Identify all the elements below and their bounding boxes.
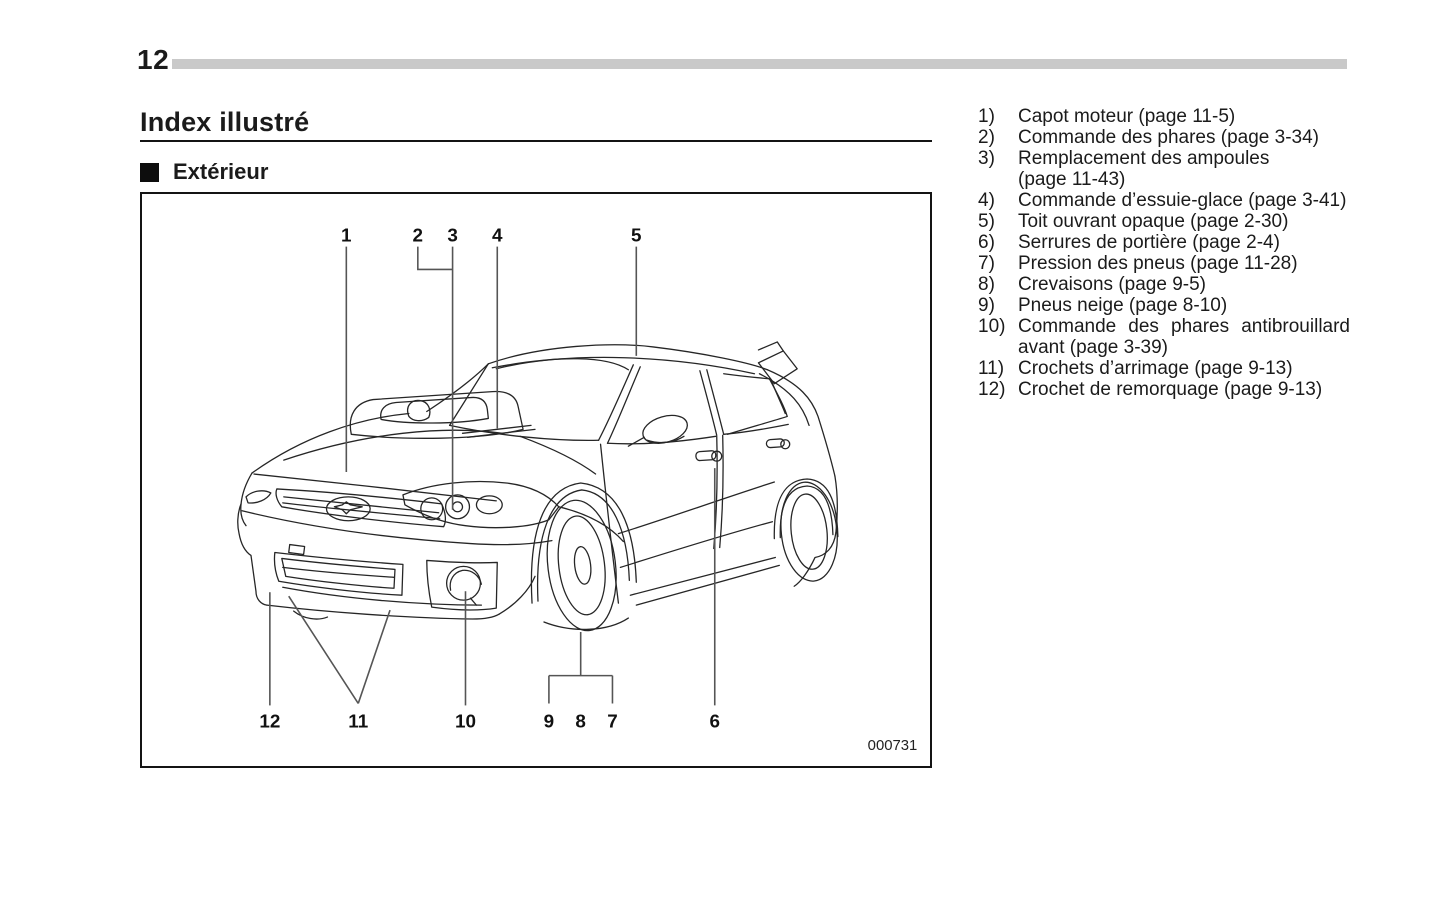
section-heading: Extérieur bbox=[140, 159, 268, 185]
item-number: 2) bbox=[978, 127, 995, 148]
list-item: 9) Pneus neige (page 8-10) bbox=[978, 295, 1350, 316]
list-item: 10) Commande des phares antibrouillard a… bbox=[978, 316, 1350, 358]
callout-leader-lines bbox=[269, 246, 716, 706]
list-item: 3) Remplacement des ampoules (page 11-43… bbox=[978, 148, 1350, 190]
fog-light bbox=[445, 565, 482, 601]
callout-label-5: 5 bbox=[631, 225, 642, 246]
callout-label-9: 9 bbox=[544, 710, 555, 731]
hood-scoop bbox=[349, 390, 524, 439]
callout-line-11 bbox=[288, 595, 391, 704]
square-bullet-icon bbox=[140, 162, 159, 182]
callout-label-10: 10 bbox=[455, 710, 476, 731]
item-number: 4) bbox=[978, 190, 995, 211]
callout-bracket-9-8-7 bbox=[548, 631, 614, 704]
item-number: 8) bbox=[978, 274, 995, 295]
list-item: 4) Commande d’essuie-glace (page 3-41) bbox=[978, 190, 1350, 211]
title-underline bbox=[140, 140, 932, 142]
list-item: 6) Serrures de portière (page 2-4) bbox=[978, 232, 1350, 253]
car-line-art bbox=[237, 341, 839, 632]
callout-label-8: 8 bbox=[575, 710, 586, 731]
callout-label-11: 11 bbox=[348, 710, 368, 731]
rear-door-handle bbox=[765, 438, 791, 450]
item-text: Commande des phares antibrouillard bbox=[1018, 316, 1350, 337]
figure-code: 000731 bbox=[868, 738, 918, 754]
item-text: Serrures de portière (page 2-4) bbox=[1018, 232, 1280, 253]
list-item: 11) Crochets d’arrimage (page 9-13) bbox=[978, 358, 1350, 379]
exterior-figure-frame: 1 2 3 4 5 12 11 10 9 8 7 6 000731 bbox=[140, 192, 932, 768]
illustrated-index-list: 1) Capot moteur (page 11-5) 2) Commande … bbox=[978, 106, 1350, 400]
callout-label-1: 1 bbox=[341, 225, 352, 246]
rear-window bbox=[723, 373, 788, 435]
item-text: Crochets d’arrimage (page 9-13) bbox=[1018, 358, 1293, 379]
item-text: Commande d’essuie-glace (page 3-41) bbox=[1018, 190, 1347, 211]
page-title: Index illustré bbox=[140, 107, 310, 137]
item-number: 11) bbox=[978, 358, 1005, 379]
item-text: Toit ouvrant opaque (page 2-30) bbox=[1018, 211, 1289, 232]
wiper bbox=[461, 424, 532, 434]
item-number: 6) bbox=[978, 232, 995, 253]
callout-label-12: 12 bbox=[259, 710, 280, 731]
callout-label-3: 3 bbox=[447, 225, 458, 246]
item-text: Crevaisons (page 9-5) bbox=[1018, 274, 1206, 295]
item-text: (page 11-43) bbox=[1018, 169, 1126, 190]
spoiler bbox=[757, 350, 798, 385]
headlight bbox=[402, 480, 560, 529]
far-mirror bbox=[407, 399, 431, 422]
callout-label-7: 7 bbox=[607, 710, 618, 731]
rear-wheel bbox=[780, 481, 838, 582]
lower-grille bbox=[273, 551, 404, 596]
cowl bbox=[448, 424, 600, 442]
item-number: 12) bbox=[978, 379, 1006, 400]
item-number: 5) bbox=[978, 211, 995, 232]
fog-light-housing bbox=[426, 559, 498, 611]
front-door-handle bbox=[695, 450, 723, 462]
item-number: 9) bbox=[978, 295, 995, 316]
side-mirror bbox=[627, 414, 688, 447]
header-gray-bar bbox=[172, 59, 1347, 69]
item-text: Capot moteur (page 11-5) bbox=[1018, 106, 1236, 127]
callout-label-6: 6 bbox=[710, 710, 720, 731]
item-text: Commande des phares (page 3-34) bbox=[1018, 127, 1320, 148]
callout-label-4: 4 bbox=[492, 225, 503, 246]
item-number: 10) bbox=[978, 316, 1006, 337]
item-number: 7) bbox=[978, 253, 995, 274]
rear-wheel-arch bbox=[773, 478, 839, 540]
item-text: Crochet de remorquage (page 9-13) bbox=[1018, 379, 1323, 400]
car-illustration: 1 2 3 4 5 12 11 10 9 8 7 6 000731 bbox=[237, 225, 917, 754]
item-number: 3) bbox=[978, 148, 995, 169]
callout-labels: 1 2 3 4 5 12 11 10 9 8 7 6 000731 bbox=[259, 225, 917, 754]
item-number: 1) bbox=[978, 106, 995, 127]
roof bbox=[487, 344, 769, 371]
item-text: Remplacement des ampoules bbox=[1018, 148, 1270, 169]
section-title: Extérieur bbox=[173, 159, 269, 184]
item-text: avant (page 3-39) bbox=[1018, 337, 1168, 358]
front-wheel bbox=[546, 499, 617, 632]
list-item: 12) Crochet de remorquage (page 9-13) bbox=[978, 379, 1350, 400]
item-text: Pression des pneus (page 11-28) bbox=[1018, 253, 1298, 274]
front-wheel-arch bbox=[530, 482, 637, 604]
list-item: 8) Crevaisons (page 9-5) bbox=[978, 274, 1350, 295]
grille bbox=[275, 488, 447, 528]
list-item: 2) Commande des phares (page 3-34) bbox=[978, 127, 1350, 148]
item-text: Pneus neige (page 8-10) bbox=[1018, 295, 1228, 316]
brand-logo bbox=[325, 496, 371, 522]
callout-label-2: 2 bbox=[413, 225, 424, 246]
page-number: 12 bbox=[137, 44, 170, 75]
callout-line-2 bbox=[417, 246, 453, 271]
list-item: 5) Toit ouvrant opaque (page 2-30) bbox=[978, 211, 1350, 232]
list-item: 1) Capot moteur (page 11-5) bbox=[978, 106, 1350, 127]
list-item: 7) Pression des pneus (page 11-28) bbox=[978, 253, 1350, 274]
